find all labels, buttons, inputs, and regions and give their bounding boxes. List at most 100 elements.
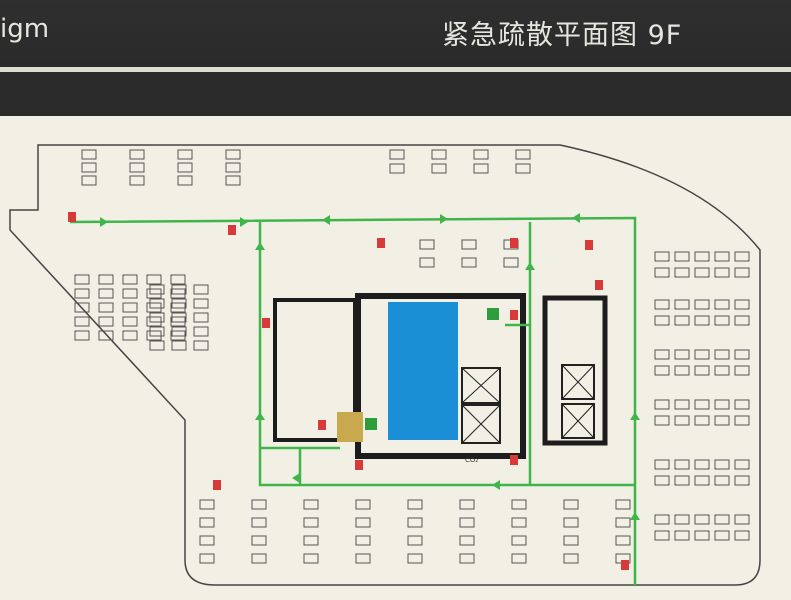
desk (674, 415, 690, 426)
desk (694, 415, 710, 426)
desk (149, 298, 165, 309)
desk (654, 315, 670, 326)
desk (694, 475, 710, 486)
desk (81, 149, 97, 160)
desk (193, 326, 209, 337)
you-are-here-icon (337, 412, 363, 442)
desk (149, 340, 165, 351)
desk (734, 459, 750, 470)
desk (199, 499, 215, 510)
co2-label: CO₂ (465, 456, 478, 464)
arrow-icon (322, 215, 330, 225)
desk (199, 553, 215, 564)
desk (303, 553, 319, 564)
fire-extinguisher-icon (621, 560, 629, 570)
desk (199, 535, 215, 546)
desk (459, 517, 475, 528)
desk (149, 284, 165, 295)
desk (674, 251, 690, 262)
desk (355, 553, 371, 564)
desk (615, 535, 631, 546)
desk (615, 499, 631, 510)
desk (714, 267, 730, 278)
desk (654, 530, 670, 541)
desk (129, 162, 145, 173)
desk (407, 553, 423, 564)
desk (193, 312, 209, 323)
desk (303, 517, 319, 528)
arrow-icon (100, 217, 108, 227)
desk (225, 175, 241, 186)
arrow-icon (255, 412, 265, 420)
desk (146, 274, 162, 285)
desk (98, 302, 114, 313)
desk (511, 499, 527, 510)
desk (407, 535, 423, 546)
building-outline (9, 144, 761, 586)
desk (694, 399, 710, 410)
desk (734, 349, 750, 360)
fire-extinguisher-icon (510, 310, 518, 320)
header-bar: igm 紧急疏散平面图 9F (0, 0, 791, 68)
plan-title: 紧急疏散平面图 9F (442, 20, 683, 51)
brand-text: igm (0, 14, 50, 44)
desk (714, 514, 730, 525)
desk (431, 149, 447, 160)
desk (473, 149, 489, 160)
divider (0, 67, 791, 72)
desk (389, 149, 405, 160)
desk (654, 475, 670, 486)
desk (674, 399, 690, 410)
desk (654, 299, 670, 310)
desk (734, 415, 750, 426)
desk (149, 326, 165, 337)
arrow-icon (255, 242, 265, 250)
desk (694, 530, 710, 541)
desk (654, 399, 670, 410)
desk (674, 475, 690, 486)
desk (511, 535, 527, 546)
desk (389, 163, 405, 174)
desk (511, 553, 527, 564)
fire-extinguisher-icon (213, 480, 221, 490)
desk-clusters (74, 149, 750, 564)
desk (98, 330, 114, 341)
desk (74, 316, 90, 327)
arrow-icon (572, 213, 580, 223)
desk (193, 284, 209, 295)
desk (563, 517, 579, 528)
desk (407, 517, 423, 528)
route-arrows (100, 213, 640, 520)
elevator-icon (461, 404, 501, 444)
desk (615, 517, 631, 528)
desk (74, 274, 90, 285)
fire-extinguisher-icon (377, 238, 385, 248)
desk (654, 349, 670, 360)
desk (355, 499, 371, 510)
arrow-icon (525, 262, 535, 270)
desk (407, 499, 423, 510)
elevator-icon (561, 364, 595, 400)
desk (129, 175, 145, 186)
fire-extinguisher-icon (510, 238, 518, 248)
desk (694, 349, 710, 360)
desk (714, 315, 730, 326)
desk (81, 162, 97, 173)
desk (654, 415, 670, 426)
desk (355, 535, 371, 546)
desk (171, 326, 187, 337)
desk (459, 553, 475, 564)
desk (714, 475, 730, 486)
evacuation-route (69, 216, 637, 585)
desk (694, 251, 710, 262)
desk (714, 299, 730, 310)
desk (459, 499, 475, 510)
desk (654, 267, 670, 278)
desk (674, 315, 690, 326)
desk (303, 499, 319, 510)
desk (98, 316, 114, 327)
desk (511, 517, 527, 528)
desk (714, 530, 730, 541)
desk (251, 535, 267, 546)
